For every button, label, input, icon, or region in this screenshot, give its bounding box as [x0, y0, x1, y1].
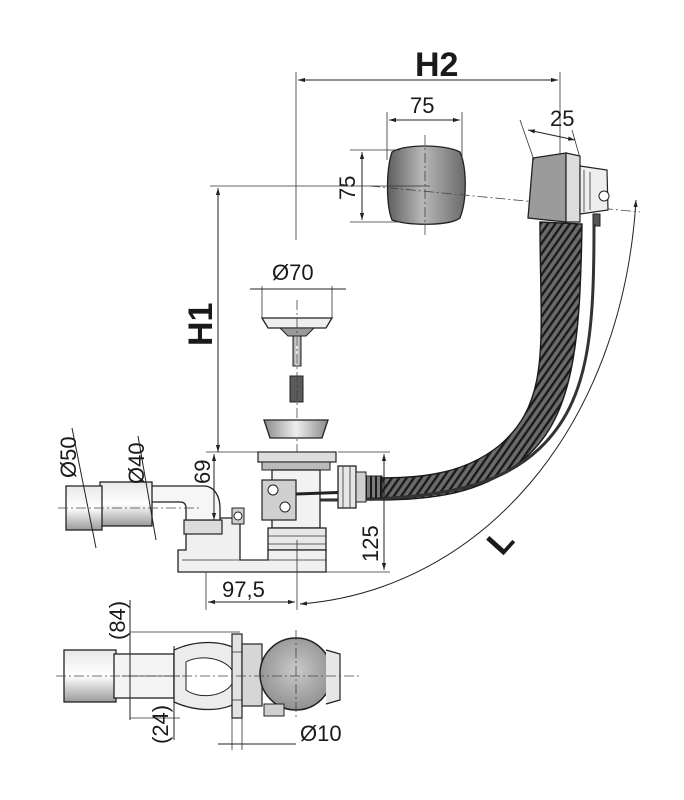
cap-width-label: 75 — [410, 93, 434, 118]
hose-connector — [337, 465, 383, 509]
outlet-50-label: Ø50 — [56, 436, 81, 478]
cap-width-dimension: 75 — [386, 93, 463, 160]
plan-10-dimension: Ø10 — [218, 718, 342, 750]
drain-diameter-label: Ø70 — [272, 260, 314, 285]
overflow-fitting — [527, 152, 610, 227]
h1-label: H1 — [182, 303, 220, 346]
trap-69-label: 69 — [190, 460, 215, 484]
trap-outlet — [58, 481, 327, 573]
trap-125-dimension: 125 — [326, 451, 390, 573]
offset-dimension: 97,5 — [205, 540, 298, 610]
trap-125-label: 125 — [358, 525, 383, 562]
drain-plug — [260, 300, 334, 540]
corrugated-hose — [319, 221, 596, 502]
outlet-40-dimension: Ø40 — [124, 435, 157, 541]
trap-69-dimension: 69 — [190, 451, 334, 520]
plan-view — [56, 630, 360, 720]
plan-84-label: (84) — [105, 601, 130, 640]
drain-diameter-dimension: Ø70 — [250, 260, 346, 318]
h1-dimension: H1 — [182, 185, 430, 452]
h2-label: H2 — [415, 46, 458, 84]
outlet-40-label: Ø40 — [124, 442, 149, 484]
outlet-50-dimension: Ø50 — [56, 427, 100, 549]
drain-body — [257, 419, 353, 551]
cap-height-label: 75 — [335, 176, 360, 200]
plan-10-label: Ø10 — [300, 721, 342, 746]
plan-24-dimension: (24) — [130, 646, 180, 744]
overflow-depth-dimension: 25 — [519, 106, 581, 161]
plan-24-label: (24) — [148, 705, 173, 744]
l-dimension: L — [299, 199, 638, 606]
offset-label: 97,5 — [222, 577, 265, 602]
plan-84-dimension: (84) — [105, 600, 240, 720]
h2-dimension: H2 — [295, 46, 561, 240]
overflow-depth-label: 25 — [550, 106, 574, 131]
